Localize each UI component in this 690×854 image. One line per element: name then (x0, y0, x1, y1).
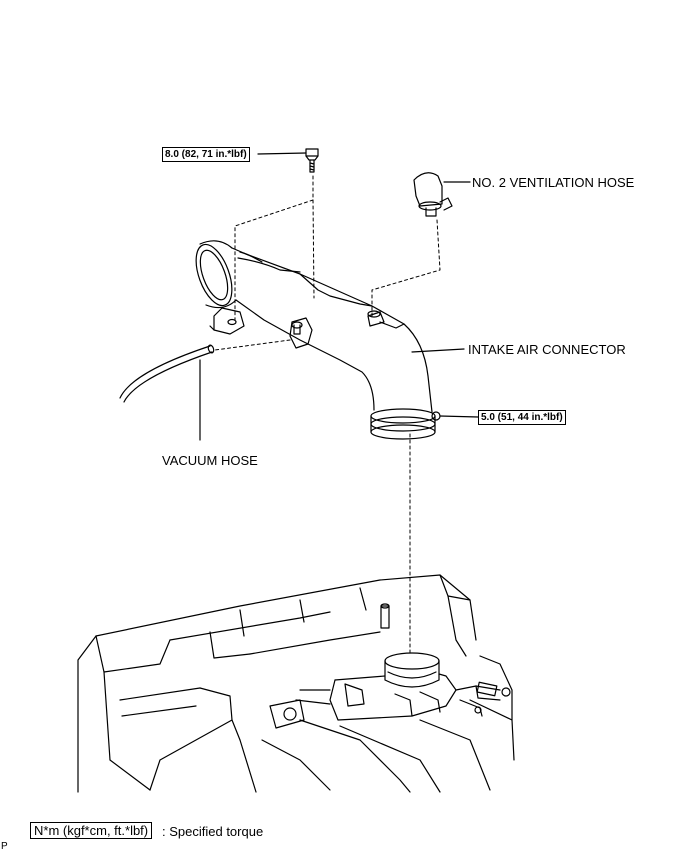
corner-mark: P (1, 841, 8, 852)
ventilation-hose-label: NO. 2 VENTILATION HOSE (472, 175, 635, 190)
throttle-body (269, 652, 511, 729)
intake-air-connector-label: INTAKE AIR CONNECTOR (468, 342, 626, 357)
clamp-torque-spec: 5.0 (51, 44 in.*lbf) (478, 410, 566, 425)
torque-unit-legend-box: N*m (kgf*cm, ft.*lbf) (30, 822, 153, 839)
bolt-torque-spec: 8.0 (82, 71 in.*lbf) (162, 147, 250, 162)
intake-air-connector (195, 240, 479, 440)
torque-legend-description: : Specified torque (162, 824, 264, 839)
ventilation-hose (413, 172, 471, 217)
vacuum-hose (119, 344, 215, 441)
engine-assembly (77, 574, 515, 793)
vacuum-hose-label: VACUUM HOSE (162, 453, 258, 468)
bolt (257, 148, 319, 173)
alignment-lines (214, 175, 441, 657)
